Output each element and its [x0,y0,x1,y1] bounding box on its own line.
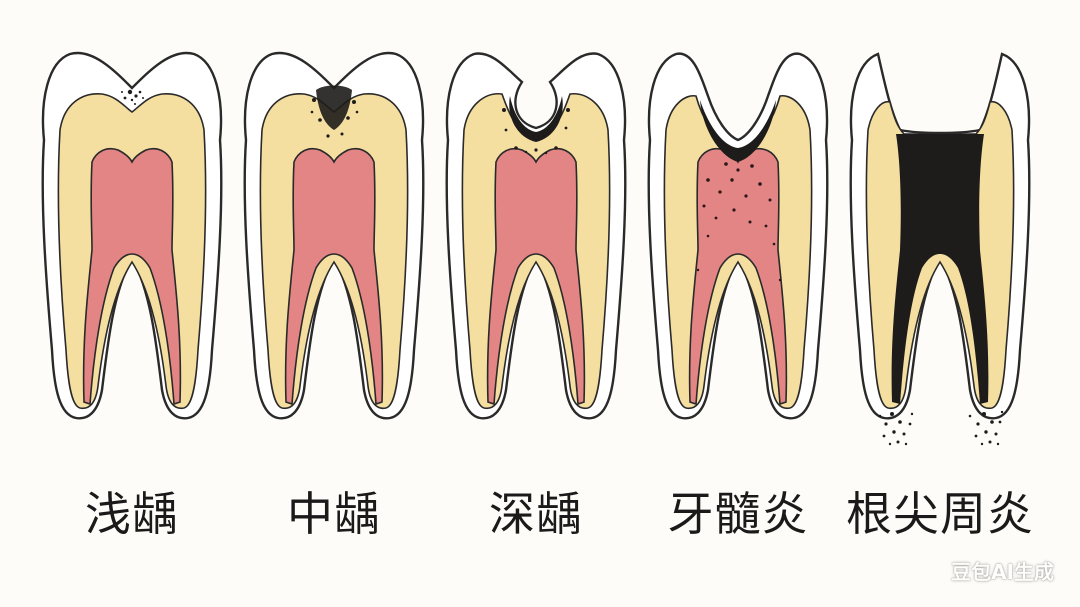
decay-spots [502,108,570,155]
tooth-pulpitis [647,52,829,420]
pulp-infection-spots [696,162,782,282]
watermark: 豆包AI生成 [951,560,1054,584]
tooth-deep-caries [445,52,627,420]
stage-label-deep-caries: 深龋 [489,487,583,541]
tooth-superficial-caries [41,51,223,420]
apical-lesion-left [878,412,914,446]
decay-spots [310,98,359,138]
tooth-apical-periodontitis [849,52,1031,446]
stage-label-apical-periodontitis: 根尖周炎 [846,487,1034,541]
decay-lesion [316,85,352,130]
stage-label-superficial-caries: 浅龋 [85,487,179,541]
decay-cavity [700,100,776,162]
stage-label-moderate-caries: 中龋 [287,487,381,541]
tooth-moderate-caries [243,51,425,420]
stage-label-pulpitis: 牙髓炎 [667,487,809,541]
apical-lesion-right [968,410,1004,446]
necrotic-pulp [891,134,989,404]
decay-spots [121,89,144,105]
decay-cavity [509,96,563,142]
